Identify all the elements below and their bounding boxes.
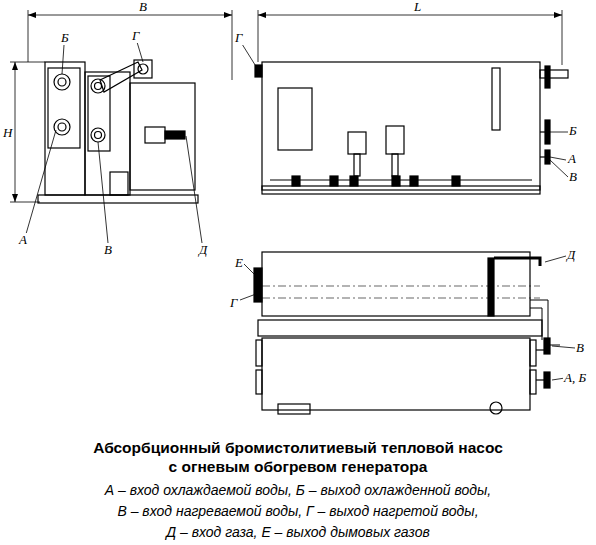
legend-line: В – вход нагреваемой воды, Г – выход наг… <box>0 503 596 520</box>
title-block: Абсорбционный бромистолитиевый тепловой … <box>0 438 596 476</box>
callout-letter: L <box>413 0 422 14</box>
callout-letter: Д <box>198 243 208 257</box>
callout-letter: Г <box>131 29 140 43</box>
title: Абсорбционный бромистолитиевый тепловой … <box>88 438 508 476</box>
callout-letter: H <box>2 126 13 140</box>
callout-letter: Б <box>568 124 578 138</box>
legend-line: Д – вход газа, Е – выход дымовых газов <box>0 524 596 541</box>
callout-letter: В <box>568 170 578 184</box>
callout-letter: Г <box>234 31 243 45</box>
callout-letter: Д <box>566 248 576 262</box>
callout-letter: В <box>575 341 585 355</box>
callout-letter: Е <box>234 256 244 270</box>
callout-letter: А <box>567 152 577 166</box>
callout-letter: B <box>138 0 148 14</box>
callout-letter: В <box>103 243 113 257</box>
callout-letter: Г <box>229 296 238 310</box>
callout-letter: А, Б <box>563 371 587 385</box>
legend-line: А – вход охлаждаемой воды, Б – выход охл… <box>0 482 596 499</box>
callout-letter: Б <box>60 31 70 45</box>
callout-letter: А <box>18 233 28 247</box>
